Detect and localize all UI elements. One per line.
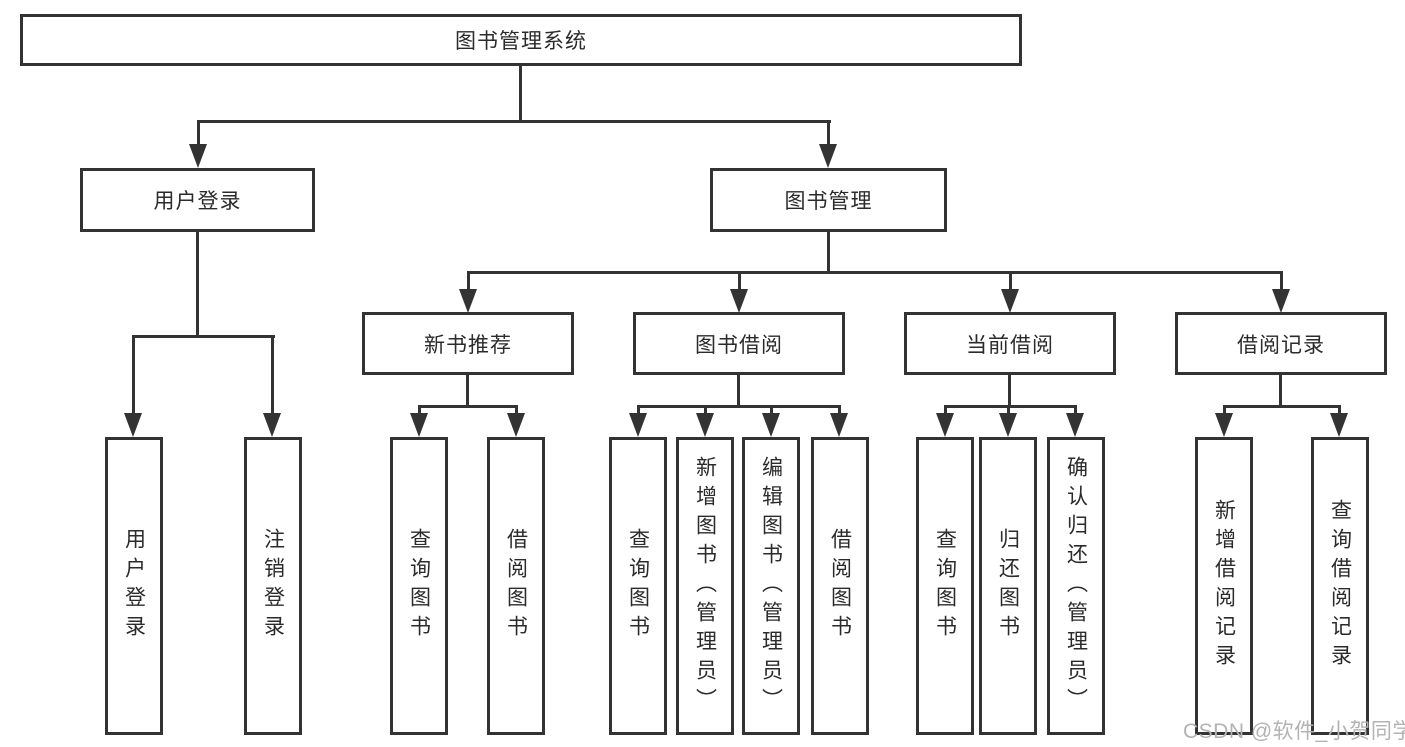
connector-shaft [132,335,135,413]
connector-shaft [838,405,841,415]
arrowhead-down-icon [999,413,1017,437]
connector-shaft [418,405,421,415]
connector-shaft [770,405,773,415]
arrowhead-down-icon [830,413,848,437]
connector-mgmt-stem [827,232,830,274]
leaf-label: 查询借阅记录 [1328,499,1352,673]
leaf-label: 查询图书 [407,528,431,644]
connector-group-stem [737,375,740,408]
connector-shaft [704,405,707,415]
arrowhead-down-icon [819,144,837,168]
leaf-add-books-admin: 新增图书（管理员） [676,437,734,735]
arrowhead-down-icon [410,413,428,437]
node-label: 借阅记录 [1237,333,1325,357]
leaf-edit-books-admin: 编辑图书（管理员） [742,437,800,735]
connector-login-stem [196,232,199,338]
node-label: 新书推荐 [424,333,512,357]
leaf-add-borrow-record: 新增借阅记录 [1195,437,1253,735]
arrowhead-down-icon [1001,289,1019,313]
leaf-label: 新增图书（管理员） [693,455,717,717]
connector-group-stem [1008,375,1011,408]
node-label: 用户登录 [153,190,242,213]
leaf-label: 用户登录 [122,528,146,644]
leaf-query-borrow-record: 查询借阅记录 [1311,437,1369,735]
connector-shaft [271,335,274,413]
leaf-logout: 注销登录 [244,437,302,735]
connector-shaft [515,405,518,415]
arrowhead-down-icon [1272,289,1290,313]
leaf-query-books-recommend: 查询图书 [390,437,448,735]
node-label: 图书管理 [784,190,873,213]
node-label: 图书管理系统 [455,30,587,53]
node-library-management-system: 图书管理系统 [20,14,1022,66]
arrowhead-down-icon [459,289,477,313]
connector-shaft [197,120,200,146]
arrowhead-down-icon [1330,413,1348,437]
leaf-return-books: 归还图书 [979,437,1037,735]
connector-group-stem [466,375,469,408]
connector-shaft [1223,405,1226,415]
connector-shaft [1280,271,1283,291]
connector-shaft [1007,405,1010,415]
node-book-borrowing: 图书借阅 [633,312,845,375]
connector-login-crossbar [132,335,275,338]
node-book-management: 图书管理 [710,168,947,232]
connector-group-crossbar [944,405,1077,408]
connector-shaft [1074,405,1077,415]
arrowhead-down-icon [629,413,647,437]
leaf-confirm-return-admin: 确认归还（管理员） [1047,437,1105,735]
leaf-label: 新增借阅记录 [1212,499,1236,673]
arrowhead-down-icon [507,413,525,437]
leaf-user-login: 用户登录 [105,437,163,735]
node-new-book-recommendation: 新书推荐 [362,312,574,375]
leaf-query-books: 查询图书 [609,437,667,735]
connector-group-crossbar [637,405,841,408]
connector-shaft [637,405,640,415]
connector-shaft [1009,271,1012,291]
connector-shaft [467,271,470,291]
leaf-label: 查询图书 [626,528,650,644]
node-label: 图书借阅 [695,333,783,357]
connector-shaft [738,271,741,291]
connector-group-crossbar [418,405,518,408]
connector-shaft [944,405,947,415]
arrowhead-down-icon [762,413,780,437]
arrowhead-down-icon [263,413,281,437]
arrowhead-down-icon [189,144,207,168]
connector-root-crossbar [197,120,831,123]
arrowhead-down-icon [936,413,954,437]
leaf-label: 归还图书 [996,528,1020,644]
connector-shaft [827,120,830,146]
csdn-watermark: CSDN @软件_小贺同学 [1183,720,1405,743]
leaf-label: 查询图书 [933,528,957,644]
leaf-label: 编辑图书（管理员） [759,455,783,717]
node-user-login: 用户登录 [80,168,315,232]
connector-group-stem [1279,375,1282,408]
leaf-borrow-books-recommend: 借阅图书 [487,437,545,735]
leaf-label: 借阅图书 [828,528,852,644]
connector-root-stem [519,66,522,123]
connector-shaft [1338,405,1341,415]
connector-group-crossbar [1223,405,1340,408]
leaf-label: 确认归还（管理员） [1064,455,1088,717]
leaf-label: 注销登录 [261,528,285,644]
leaf-borrow-books: 借阅图书 [811,437,869,735]
arrowhead-down-icon [124,413,142,437]
leaf-label: 借阅图书 [504,528,528,644]
connector-mgmt-crossbar [467,271,1283,274]
arrowhead-down-icon [696,413,714,437]
arrowhead-down-icon [1215,413,1233,437]
node-borrowing-records: 借阅记录 [1175,312,1387,375]
arrowhead-down-icon [1066,413,1084,437]
arrowhead-down-icon [730,289,748,313]
leaf-query-books-current: 查询图书 [916,437,974,735]
node-label: 当前借阅 [966,333,1054,357]
node-current-borrowing: 当前借阅 [904,312,1116,375]
